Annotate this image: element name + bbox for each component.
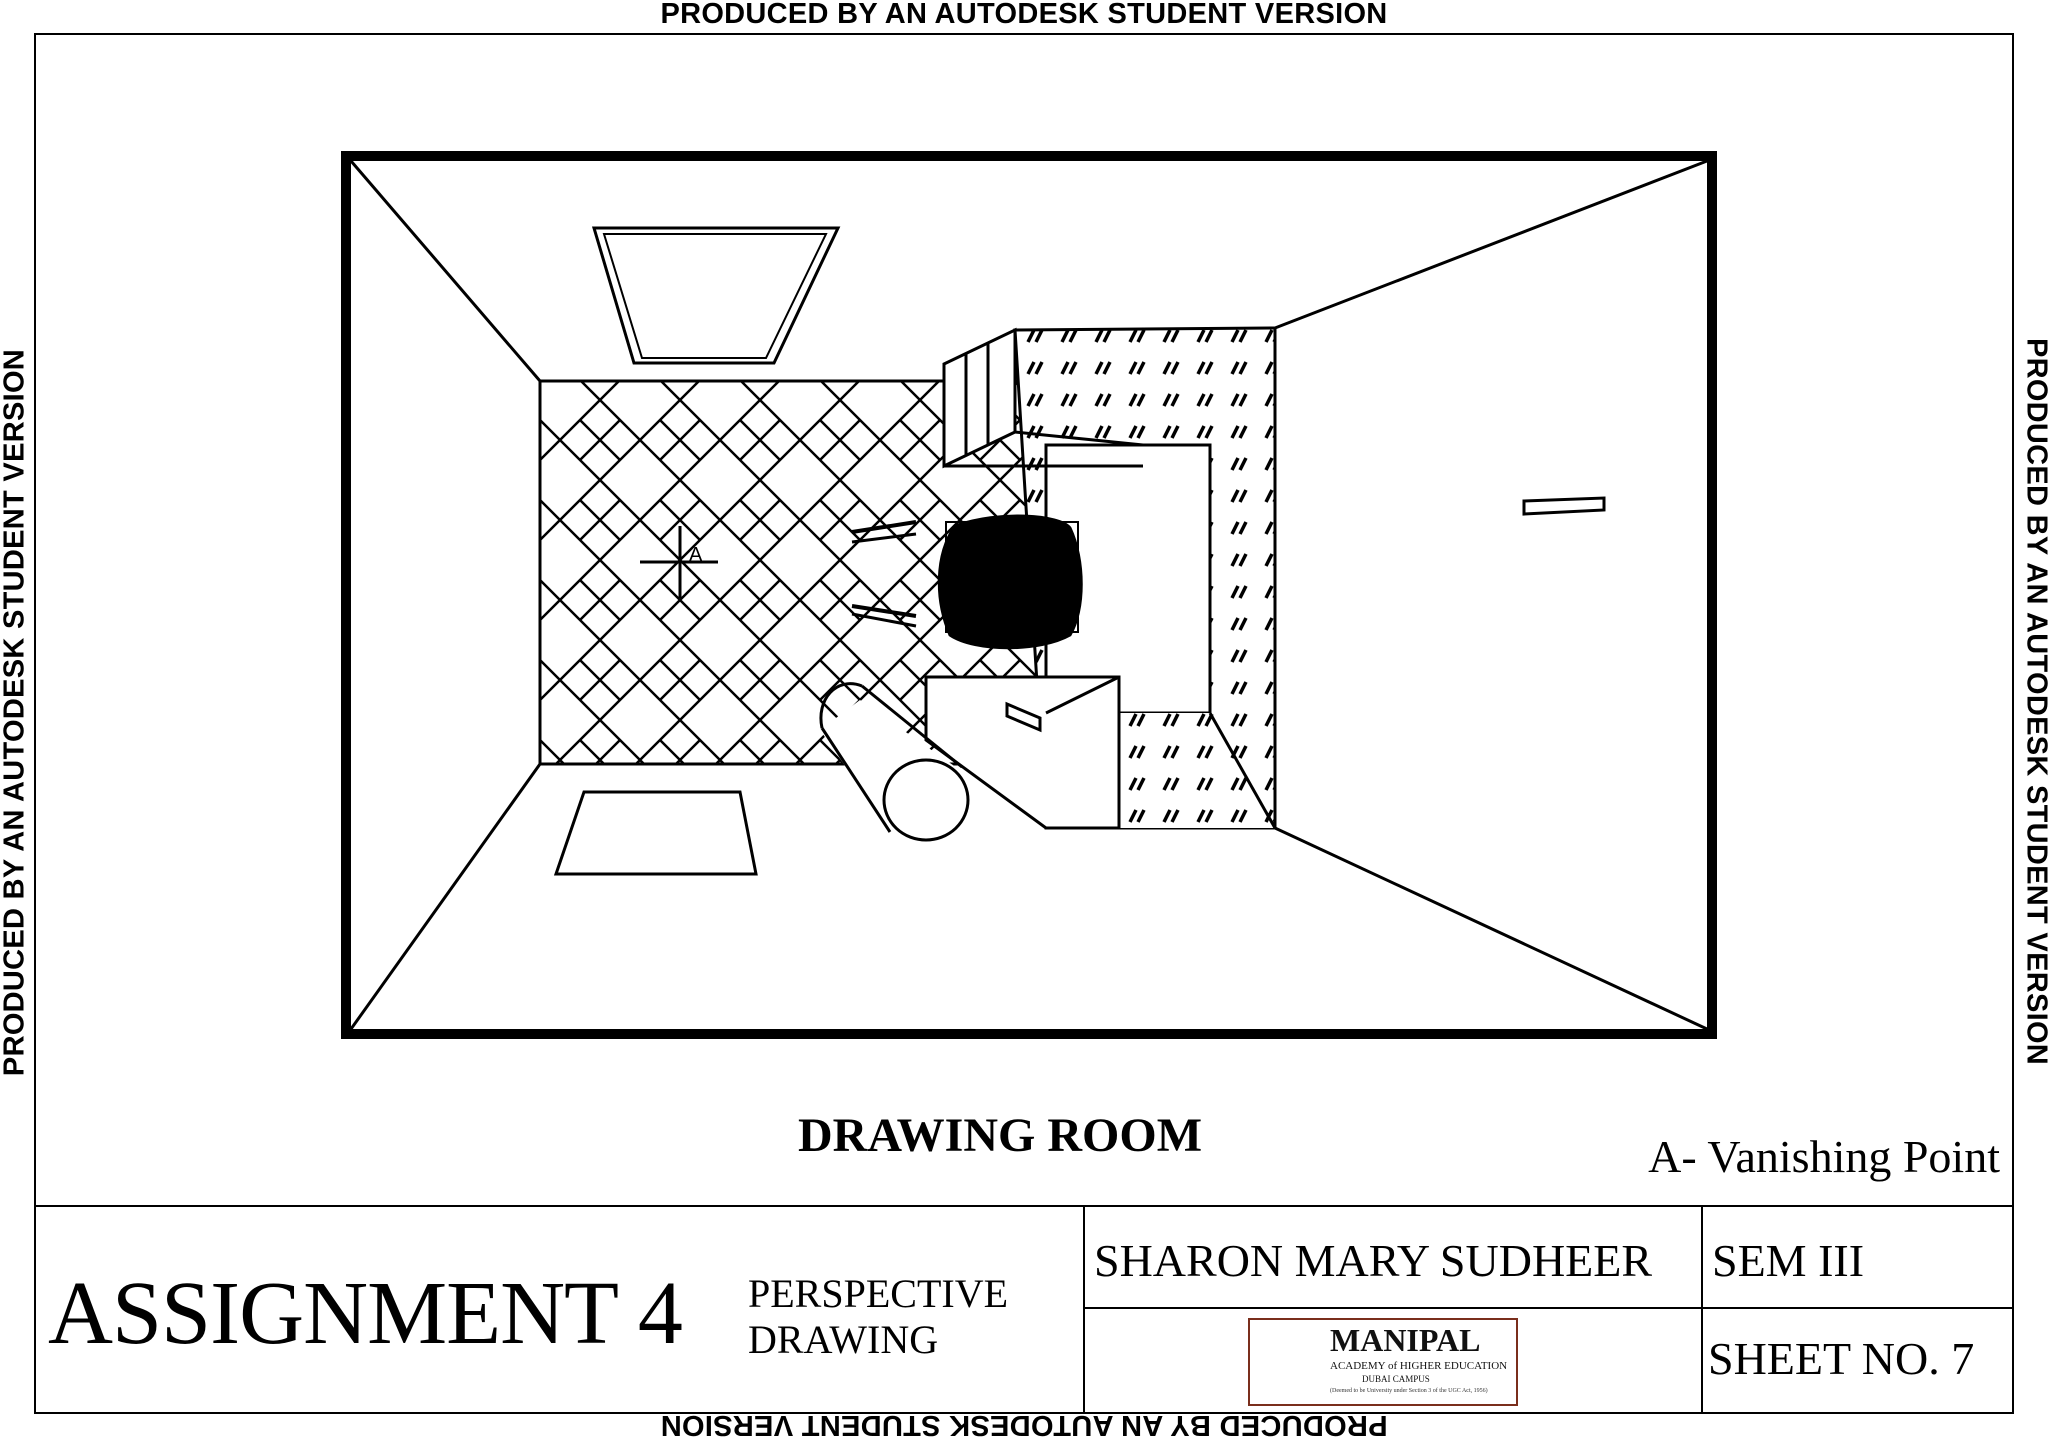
watermark-top: PRODUCED BY AN AUTODESK STUDENT VERSION (660, 0, 1388, 30)
cabinet (942, 327, 1144, 469)
subject-line-2: DRAWING (748, 1317, 939, 1362)
assignment-title: ASSIGNMENT 4 (48, 1264, 683, 1363)
ceiling-light (591, 226, 841, 365)
logo-subtitle: ACADEMY of HIGHER EDUCATION (1330, 1360, 1508, 1372)
semester: SEM III (1712, 1235, 1865, 1286)
vanishing-point-note: A- Vanishing Point (1648, 1131, 2000, 1182)
room-drawing: A (341, 151, 1717, 1039)
student-name: SHARON MARY SUDHEER (1094, 1235, 1653, 1286)
sheet-border (34, 33, 2014, 1414)
drawing-title: DRAWING ROOM (798, 1109, 1202, 1162)
logo-name: MANIPAL (1330, 1322, 1481, 1358)
bolster (819, 682, 970, 842)
wall-shelf (1522, 496, 1606, 516)
logo-campus: DUBAI CAMPUS (1362, 1374, 1430, 1384)
floor-rug (553, 790, 758, 876)
vanishing-point-label: A (689, 544, 703, 566)
side-table (924, 675, 1121, 830)
subject-line-1: PERSPECTIVE (748, 1271, 1009, 1316)
vanishing-point-marker (640, 526, 718, 598)
university-logo: MANIPAL ACADEMY of HIGHER EDUCATION DUBA… (1248, 1318, 1518, 1406)
round-table (851, 514, 1083, 650)
logo-fine-print: (Deemed to be University under Section 3… (1330, 1388, 1488, 1394)
sheet-number: SHEET NO. 7 (1708, 1333, 1975, 1384)
